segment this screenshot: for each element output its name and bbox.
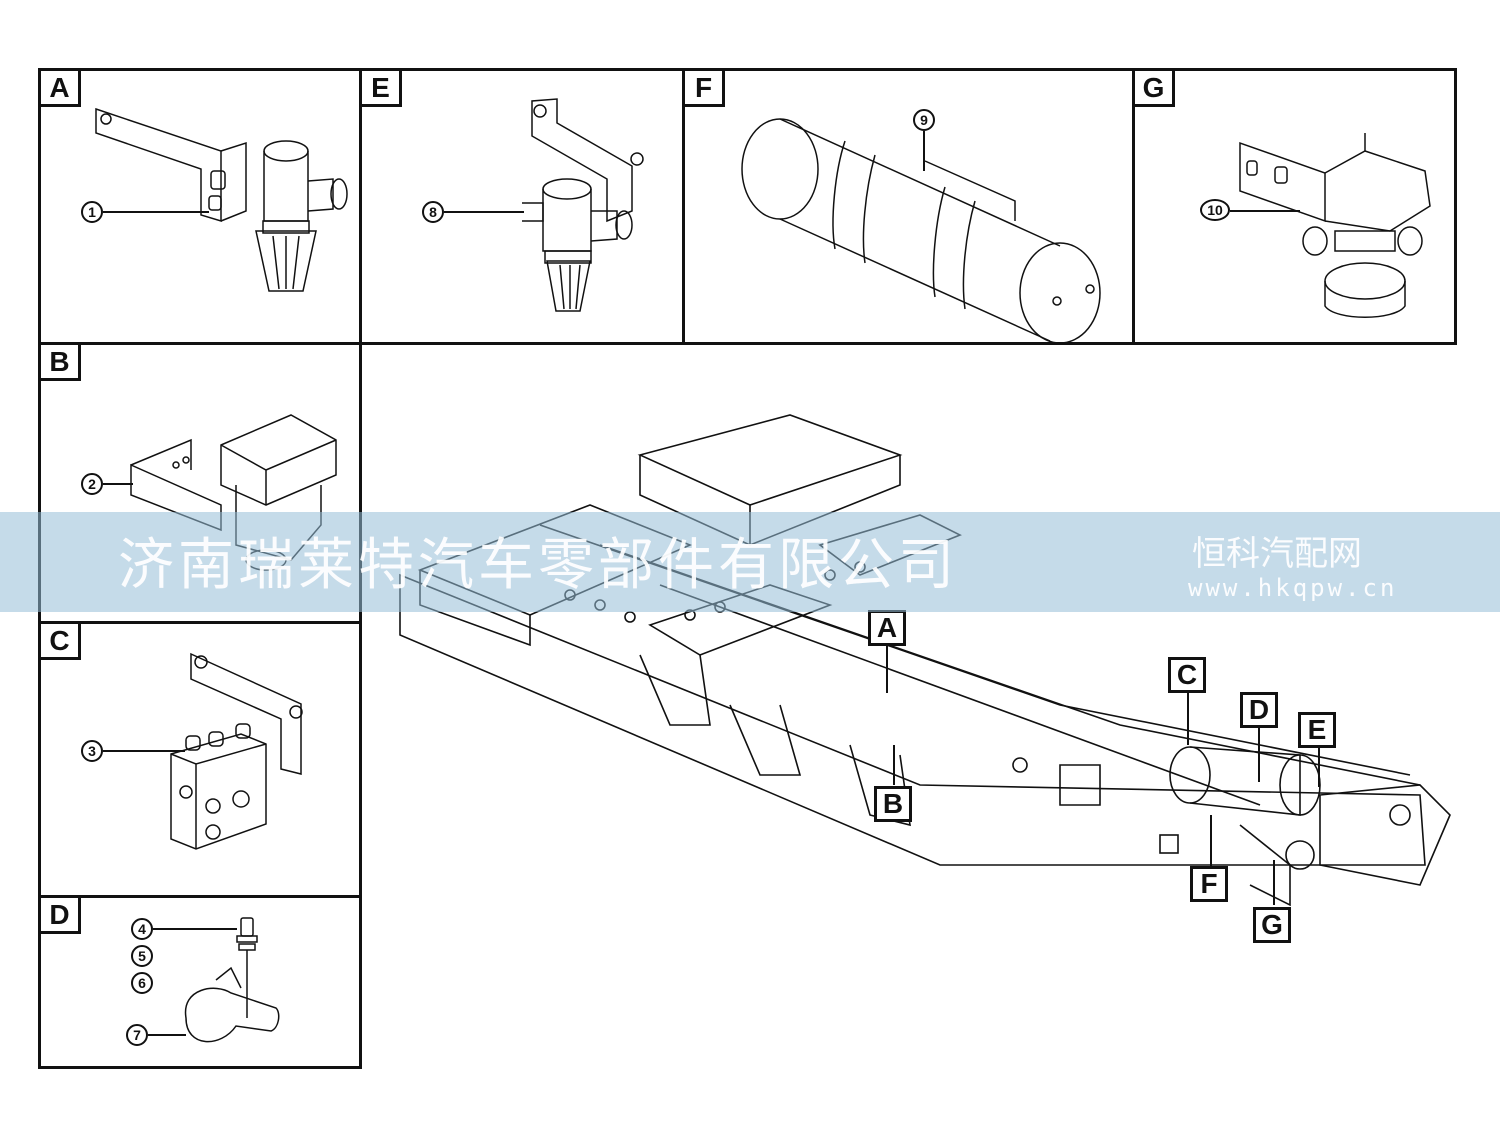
panel-label-e: E (362, 71, 402, 107)
callout-2: 2 (81, 473, 103, 495)
panel-label-c: C (41, 624, 81, 660)
leader-line (153, 928, 237, 930)
detail-panel-a: A 1 (38, 68, 362, 345)
panel-label-a: A (41, 71, 81, 107)
callout-10: 10 (1200, 199, 1230, 221)
leader-line (893, 745, 895, 785)
main-label-e: E (1298, 712, 1336, 748)
leader-line (103, 750, 185, 752)
relay-valve-drawing (1239, 133, 1431, 318)
leader-line (148, 1034, 186, 1036)
leader-line (1230, 210, 1300, 212)
callout-5: 5 (131, 945, 153, 967)
detail-panel-e: E 8 (359, 68, 685, 345)
panel-label-g: G (1135, 71, 1175, 107)
leader-line (103, 483, 133, 485)
watermark-company-text: 济南瑞莱特汽车零部件有限公司 (118, 533, 958, 598)
watermark-site-name: 恒科汽配网 (1192, 534, 1362, 574)
main-label-d: D (1240, 692, 1278, 728)
detail-panel-c: C 3 (38, 621, 362, 898)
detail-panel-f: F 9 (682, 68, 1135, 345)
valve-block-drawing (170, 652, 303, 850)
leader-line (444, 211, 524, 213)
leader-line (1258, 727, 1260, 782)
callout-1: 1 (81, 201, 103, 223)
callout-7: 7 (126, 1024, 148, 1046)
callout-4: 4 (131, 918, 153, 940)
panel-label-b: B (41, 345, 81, 381)
main-label-f: F (1190, 866, 1228, 902)
panel-label-f: F (685, 71, 725, 107)
callout-8: 8 (422, 201, 444, 223)
callout-3: 3 (81, 740, 103, 762)
air-tank-drawing (741, 118, 1101, 342)
clamp-and-bolt-drawing (184, 917, 280, 1043)
main-label-a: A (868, 610, 906, 646)
watermark-band (0, 512, 1500, 612)
detail-panel-g: G 10 (1132, 68, 1457, 345)
main-label-g: G (1253, 907, 1291, 943)
leader-line (886, 645, 888, 693)
valve-with-bracket-drawing (95, 107, 348, 292)
detail-panel-d: D 4 5 6 7 (38, 895, 362, 1069)
leader-line (1318, 747, 1320, 787)
main-label-b: B (874, 786, 912, 822)
leader-line (923, 131, 925, 171)
leader-line (103, 211, 209, 213)
panel-label-d: D (41, 898, 81, 934)
callout-9: 9 (913, 109, 935, 131)
leader-line (1187, 693, 1189, 745)
watermark-url: www.hkqpw.cn (1188, 574, 1398, 602)
leader-line (1273, 860, 1275, 905)
leader-line (1210, 815, 1212, 870)
callout-6: 6 (131, 972, 153, 994)
main-label-c: C (1168, 657, 1206, 693)
valve-with-bracket-drawing (522, 98, 644, 312)
